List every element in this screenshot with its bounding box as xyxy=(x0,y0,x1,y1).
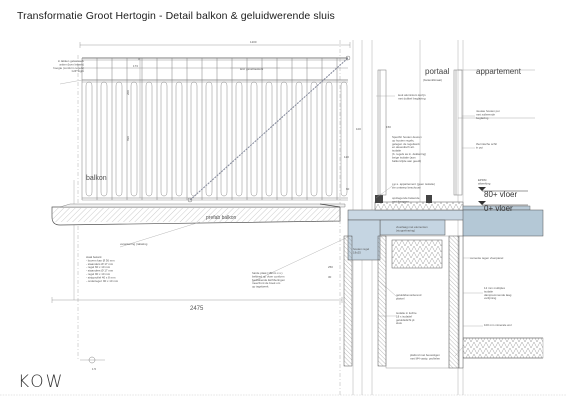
note-staal: staal bekerk- bovem kan Ø 36 mm- staande… xyxy=(86,255,119,283)
railing-loop-bar xyxy=(340,81,348,197)
dim-120: 120 xyxy=(344,155,349,159)
dim-2475: 2475 xyxy=(190,306,204,312)
facade-frame xyxy=(377,69,535,196)
railing-loop-bar xyxy=(190,81,198,197)
note-vloer-isolatie: vloerlaag met elementen(stoppelvaring) xyxy=(396,225,428,232)
dim-250: 250 xyxy=(328,265,333,269)
dim-173: 173 xyxy=(133,64,138,68)
railing-loop-bar xyxy=(160,81,168,197)
section-marker: 1:5 xyxy=(80,356,105,371)
svg-text:1:5: 1:5 xyxy=(92,367,96,371)
diagonal-brace xyxy=(189,57,349,201)
kow-logo: KOW xyxy=(18,372,65,392)
note-harde-plaat: harde plaat (18mm c.s.)bekleed op vloer … xyxy=(252,271,285,289)
bottom-dimension xyxy=(51,297,343,303)
dim-30: 30 xyxy=(328,275,332,279)
note-verankering: verankering (rabating xyxy=(120,242,148,246)
portaal-label: portaal xyxy=(425,67,450,76)
balkon-label: balkon xyxy=(86,175,107,182)
railing-loop-bar xyxy=(175,81,183,197)
railing-loop-bar xyxy=(325,81,333,197)
railing-loop-bar xyxy=(310,81,318,197)
level-markers xyxy=(478,187,528,206)
railing-loop-bar xyxy=(100,81,108,197)
balcony-railing xyxy=(81,57,348,201)
dim-0: 0 xyxy=(138,57,140,61)
prefab-balcony-slab xyxy=(51,203,346,226)
railing-loop-bar xyxy=(265,81,273,197)
railing-loop-bar xyxy=(220,81,228,197)
dim-60: 60 xyxy=(346,187,350,191)
railing-loop-bar xyxy=(115,81,123,197)
dim-100: 100 xyxy=(356,127,361,131)
railing-height-dimension: 200 690 173 xyxy=(126,58,141,198)
dim-150: 150 xyxy=(386,125,391,129)
prefab-label: prefab balkon xyxy=(206,215,237,221)
railing-loop-bar xyxy=(205,81,213,197)
dim-200: 200 xyxy=(126,90,130,95)
dim-690: 690 xyxy=(126,136,130,141)
railing-loop-bar xyxy=(250,81,258,197)
appartement-label: appartement xyxy=(476,67,522,76)
top-dimension-line: 1200 xyxy=(79,40,351,48)
floor-structure xyxy=(343,195,544,369)
dim-1200: 1200 xyxy=(250,40,257,44)
buitenklimaat-label: (buitenklimaat) xyxy=(423,78,442,82)
page-title: Transformatie Groot Hertogin - Detail ba… xyxy=(17,10,335,22)
railing-loop-bar xyxy=(85,81,93,197)
floor-80-label: 80+ vloer xyxy=(484,190,517,199)
note-cps: c.p.s. appartement (geen isolatie)zie on… xyxy=(392,182,435,189)
railing-loop-bar xyxy=(145,81,153,197)
railing-loop-bar xyxy=(280,81,288,197)
note-mm-100: 100 mm minerale wol xyxy=(484,323,512,327)
railing-loop-bar xyxy=(130,81,138,197)
railing-loop-bar xyxy=(295,81,303,197)
floor-0-label: 0+ vloer xyxy=(484,204,513,213)
note-cement: cemente tegen vloerpanel xyxy=(470,256,504,260)
leader-lines xyxy=(59,67,483,357)
note-railing-finish: leid. geveltoewerk xyxy=(240,67,264,71)
railing-loop-bar xyxy=(235,81,243,197)
